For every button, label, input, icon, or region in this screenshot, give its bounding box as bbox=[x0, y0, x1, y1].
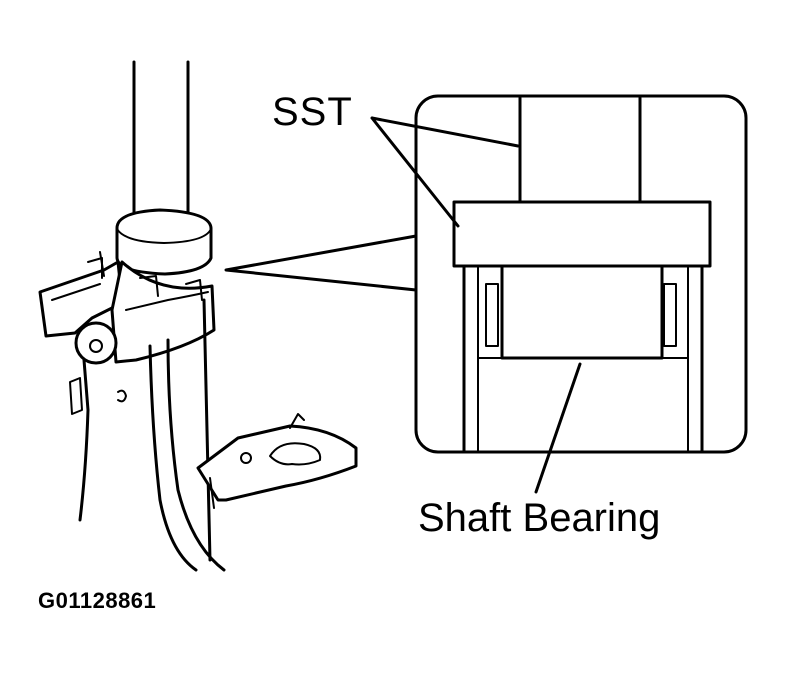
shaft-bearing bbox=[500, 264, 664, 360]
steering-column-assembly bbox=[38, 60, 358, 572]
bracket-tabs bbox=[87, 251, 203, 301]
pivot-hole bbox=[89, 339, 103, 353]
sst-head bbox=[452, 200, 712, 268]
sst-rod bbox=[518, 96, 642, 204]
column-clip bbox=[69, 377, 83, 415]
bracket-clamp bbox=[110, 260, 216, 364]
figure-code: G01128861 bbox=[38, 588, 157, 613]
upper-shaft bbox=[132, 60, 190, 228]
shaft-bearing-label: Shaft Bearing bbox=[418, 496, 661, 540]
mount-slot bbox=[269, 442, 322, 466]
mount-hole bbox=[240, 452, 252, 464]
pivot-boss bbox=[74, 321, 118, 365]
column-walls bbox=[462, 264, 704, 454]
shaft-bearing-leader bbox=[534, 362, 582, 494]
bearing-race-right bbox=[663, 283, 677, 347]
mount-plate bbox=[196, 424, 358, 502]
sst-leader-lines bbox=[370, 116, 520, 228]
column-tube bbox=[78, 298, 226, 572]
sst-collar-top bbox=[116, 228, 212, 244]
mount-edge bbox=[209, 413, 305, 509]
callout-pointer bbox=[224, 234, 418, 292]
detail-inset bbox=[414, 94, 748, 454]
bracket-inner bbox=[51, 283, 209, 311]
bearing-race-left bbox=[485, 283, 499, 347]
sst-label: SST bbox=[272, 90, 353, 134]
column-hole bbox=[117, 389, 127, 403]
